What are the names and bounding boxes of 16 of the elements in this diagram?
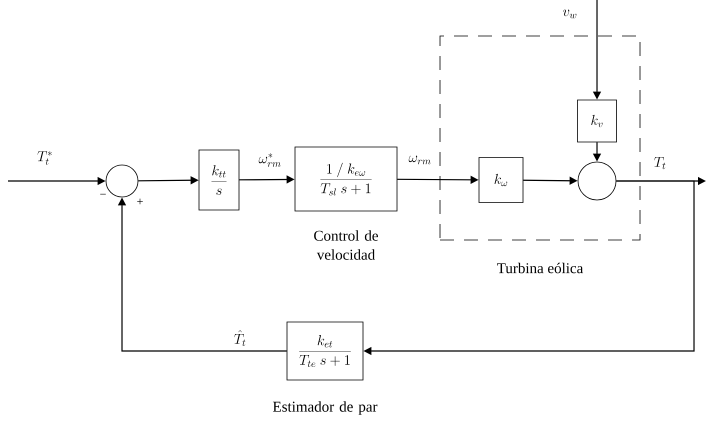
signal-label: $T_t^*$	[36, 150, 54, 166]
signal-label: $T_t$	[652, 156, 668, 170]
signal-label: $\omega_{rm}$	[408, 154, 432, 166]
block-caption: Estimador de par	[272, 401, 378, 415]
block-caption: Control de velocidad	[314, 230, 378, 260]
block-box: $\frac{1\ /\ k_{e\omega}}{T_{sl}\ s+1}$	[294, 146, 398, 212]
signal-label: $v_w$	[562, 8, 578, 20]
summing-junction	[578, 162, 616, 200]
sign-label: +	[137, 198, 143, 204]
group-label: Turbina eólica	[497, 262, 584, 274]
block-box: $k_v$	[577, 100, 617, 142]
signal-label: $\hat{T}_t$	[232, 329, 248, 347]
block-box: $\frac{k_{et}}{T_{te}\ s+1}$	[286, 322, 364, 380]
signal-label: $\omega_{rm}^*$	[258, 152, 282, 168]
block-box: $k_\omega$	[478, 157, 524, 203]
block-box: $\frac{k_{tt}}{s}$	[198, 150, 240, 210]
